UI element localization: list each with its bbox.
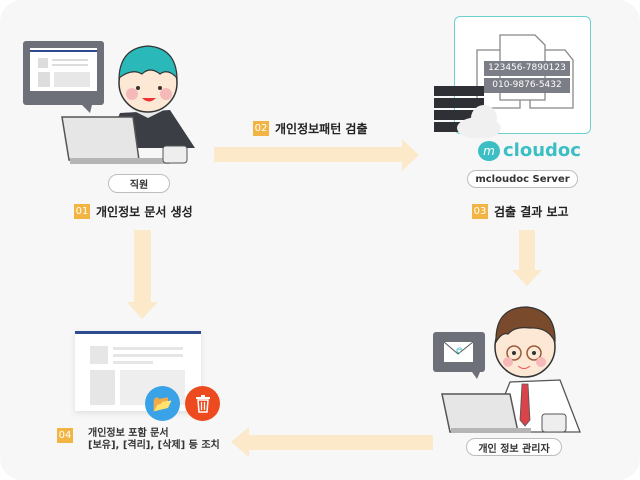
server-rack-icon bbox=[434, 86, 504, 142]
employee-illustration bbox=[20, 28, 205, 168]
step-number: 03 bbox=[472, 204, 488, 219]
logo-text: cloudoc bbox=[503, 140, 581, 161]
record-2: 010-9876-5432 bbox=[484, 78, 570, 93]
manager-illustration: e bbox=[430, 292, 590, 434]
step-04-number: 04 bbox=[57, 428, 73, 443]
step-02: 02 개인정보패턴 검출 bbox=[253, 120, 368, 137]
trash-action-icon[interactable] bbox=[185, 386, 220, 421]
svg-text:e: e bbox=[456, 345, 462, 356]
arrow-down-left bbox=[127, 230, 158, 324]
arrow-left bbox=[231, 427, 433, 463]
arrow-right bbox=[214, 139, 420, 175]
employee-label: 직원 bbox=[108, 174, 170, 193]
record-1: 123456-7890123 bbox=[484, 61, 570, 76]
manager-label: 개인 정보 관리자 bbox=[466, 438, 562, 456]
step-label: 검출 결과 보고 bbox=[494, 205, 569, 219]
step-01: 01 개인정보 문서 생성 bbox=[74, 203, 193, 220]
step-04-line2: [보유], [격리], [삭제] 등 조치 bbox=[88, 440, 220, 451]
server-label: mcloudoc Server bbox=[467, 170, 578, 188]
step-number: 02 bbox=[253, 121, 269, 136]
step-label: 개인정보 문서 생성 bbox=[96, 205, 193, 219]
step-04-label: 개인정보 포함 문서 [보유], [격리], [삭제] 등 조치 bbox=[88, 428, 220, 452]
logo-mark: m bbox=[478, 140, 500, 161]
step-03: 03 검출 결과 보고 bbox=[472, 203, 569, 220]
document-illustration bbox=[75, 331, 201, 411]
step-label: 개인정보패턴 검출 bbox=[275, 122, 368, 136]
folder-action-icon[interactable]: 📂 bbox=[145, 386, 180, 421]
step-04-line1: 개인정보 포함 문서 bbox=[88, 428, 169, 439]
arrow-down-right bbox=[512, 230, 542, 291]
step-number: 01 bbox=[74, 204, 90, 219]
mcloudoc-logo: m cloudoc bbox=[478, 140, 581, 161]
